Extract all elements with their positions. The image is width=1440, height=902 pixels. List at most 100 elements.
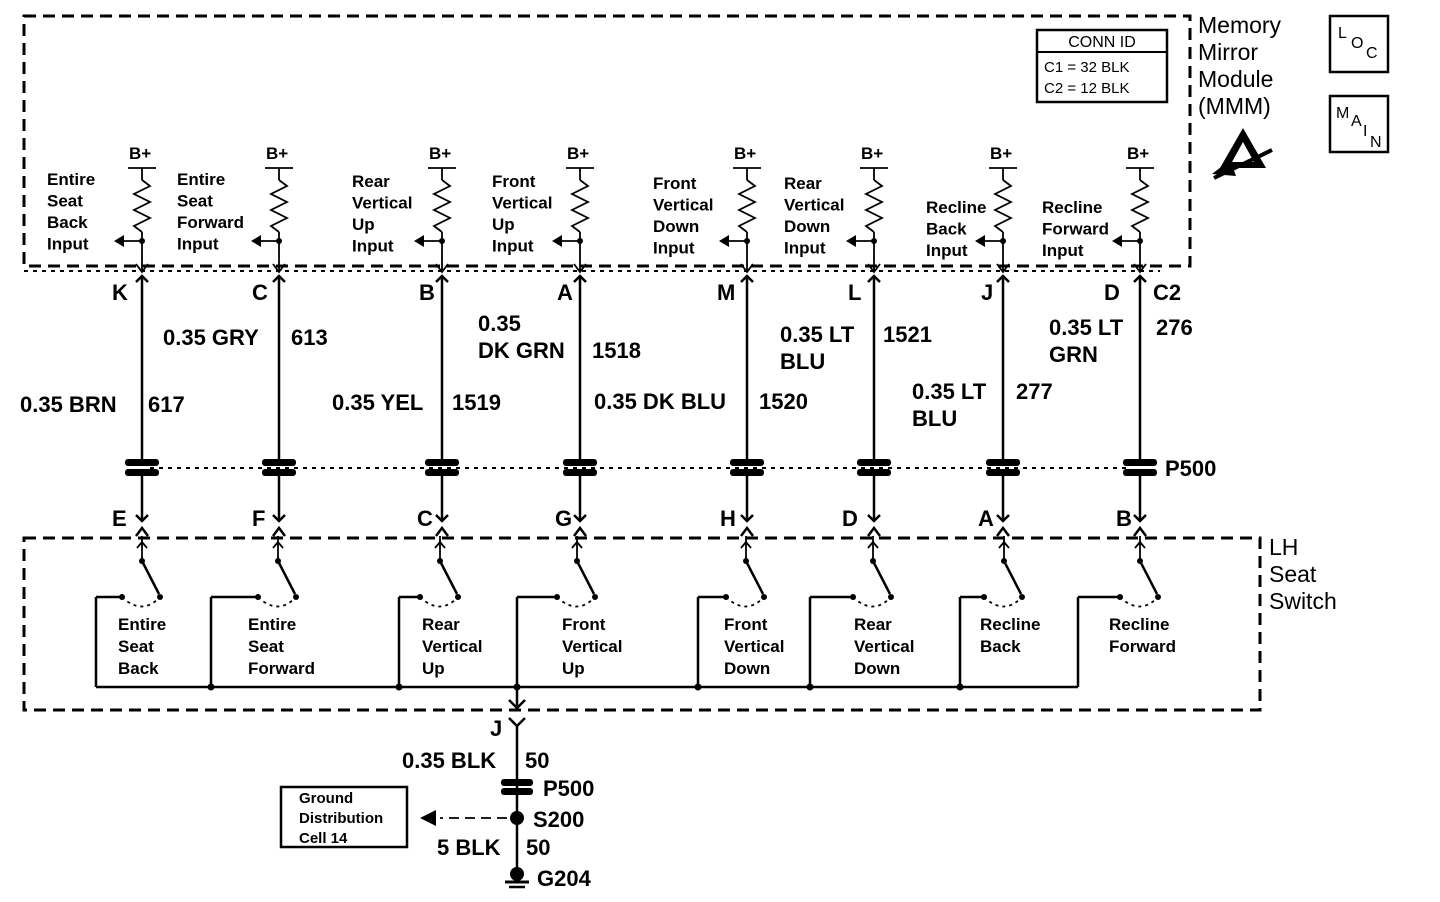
connector-male-icon [996, 514, 1010, 523]
ground-p500-label: P500 [543, 776, 594, 801]
p500-pin-icon [857, 459, 891, 466]
main-icon[interactable]: M A I N [1328, 94, 1390, 154]
wire: H [720, 274, 764, 537]
wire-circuit: 1518 [592, 338, 641, 363]
p500-ground-connector [501, 779, 533, 795]
wire-color: 0.35 LT [1049, 315, 1124, 340]
switch-label-line: Back [980, 637, 1021, 656]
wire-color: 0.35 [478, 311, 521, 336]
switch-pin-label: H [720, 506, 736, 531]
arrow-up-icon [867, 540, 879, 549]
arrow-up-icon [136, 540, 148, 549]
p500-pin-icon [563, 469, 597, 476]
connector-female-icon [1133, 263, 1147, 274]
input-label-line: Back [47, 213, 88, 232]
connector-female-icon [996, 525, 1010, 537]
ground-path: J 0.35 BLK 50 P500 S200 5 BLK 50 G204 [402, 687, 594, 891]
connector-female-icon [272, 263, 286, 274]
resistor-icon [131, 179, 153, 233]
module-pin-label: K [112, 280, 128, 305]
wire: B [1116, 274, 1157, 537]
p500-pin-icon [1123, 469, 1157, 476]
main-icon-letter: A [1351, 113, 1362, 130]
resistor-icon [268, 179, 290, 233]
ground-point-label: G204 [537, 866, 592, 891]
module-pin-label: B [419, 280, 435, 305]
ground-symbol-icon [505, 867, 529, 889]
p500-pin-icon [1123, 459, 1157, 466]
ground-bus [96, 683, 1078, 691]
wire: A [978, 274, 1020, 537]
arrow-left-icon [414, 235, 424, 247]
module-pin-label: D [1104, 280, 1120, 305]
connector-male-icon [740, 514, 754, 523]
p500-pin-icon [425, 469, 459, 476]
wire: E [112, 274, 159, 537]
connector-male-icon [135, 514, 149, 523]
wire-circuit: 617 [148, 392, 185, 417]
resistor-icon [863, 179, 885, 233]
switch-label-line: Front [724, 615, 768, 634]
wire-color: BLU [912, 406, 957, 431]
wire-color: 0.35 GRY [163, 325, 259, 350]
arrow-left-icon [420, 810, 436, 826]
p500-pin-icon [563, 459, 597, 466]
arrow-up-icon [571, 540, 583, 549]
wire: C [417, 274, 459, 537]
switch-blade [1002, 560, 1023, 595]
seat-switches: EntireSeatBackEntireSeatForwardRearVerti… [94, 536, 1176, 687]
module-pin-label: M [717, 280, 735, 305]
connector-female-icon [740, 525, 754, 537]
input-label-line: Input [47, 235, 89, 254]
p500-pin-icon [425, 459, 459, 466]
switch-pin-label: D [842, 506, 858, 531]
switch-blade [744, 560, 765, 595]
connector-male-icon [573, 514, 587, 523]
input-label-line: Entire [47, 170, 95, 189]
ground-wire-color: 0.35 BLK [402, 748, 496, 773]
input-label-line: Back [926, 220, 967, 239]
switch-boundary [22, 536, 1262, 712]
switch-label-line: Back [118, 659, 159, 678]
loc-icon[interactable]: L O C [1328, 14, 1390, 74]
connector-female-icon [135, 263, 149, 274]
resistor-icon [1129, 179, 1151, 233]
p500-label: P500 [1165, 456, 1216, 481]
switch-title-line: Seat [1269, 561, 1317, 587]
switch-pin-label: B [1116, 506, 1132, 531]
input-label-line: Rear [784, 174, 822, 193]
ground-distribution-box[interactable]: Ground Distribution Cell 14 [279, 785, 409, 849]
switch-label-line: Entire [118, 615, 166, 634]
switch-blade [871, 560, 892, 595]
conn-id-box: CONN ID C1 = 32 BLK C2 = 12 BLK [1035, 28, 1169, 104]
power-label: B+ [567, 144, 589, 163]
arrow-up-icon [434, 540, 446, 549]
p500-pin-icon [857, 469, 891, 476]
arrow-up-icon [272, 540, 284, 549]
connector-female-icon [740, 263, 754, 274]
switch-pin-label: F [252, 506, 265, 531]
module-title: Memory Mirror Module (MMM) [1198, 12, 1282, 119]
module-title-line: Module [1198, 66, 1273, 92]
loc-icon-letter: O [1351, 35, 1363, 52]
wire-circuit: 613 [291, 325, 328, 350]
input-label-line: Rear [352, 172, 390, 191]
arrow-left-icon [1112, 235, 1122, 247]
ground-ref-line: Ground [299, 790, 353, 807]
wire: G [555, 274, 597, 537]
switch-label-line: Front [562, 615, 606, 634]
wire-circuit: 1519 [452, 390, 501, 415]
connector-female-icon [272, 525, 286, 537]
wire-color: 0.35 BRN [20, 392, 117, 417]
arrow-left-icon [251, 235, 261, 247]
